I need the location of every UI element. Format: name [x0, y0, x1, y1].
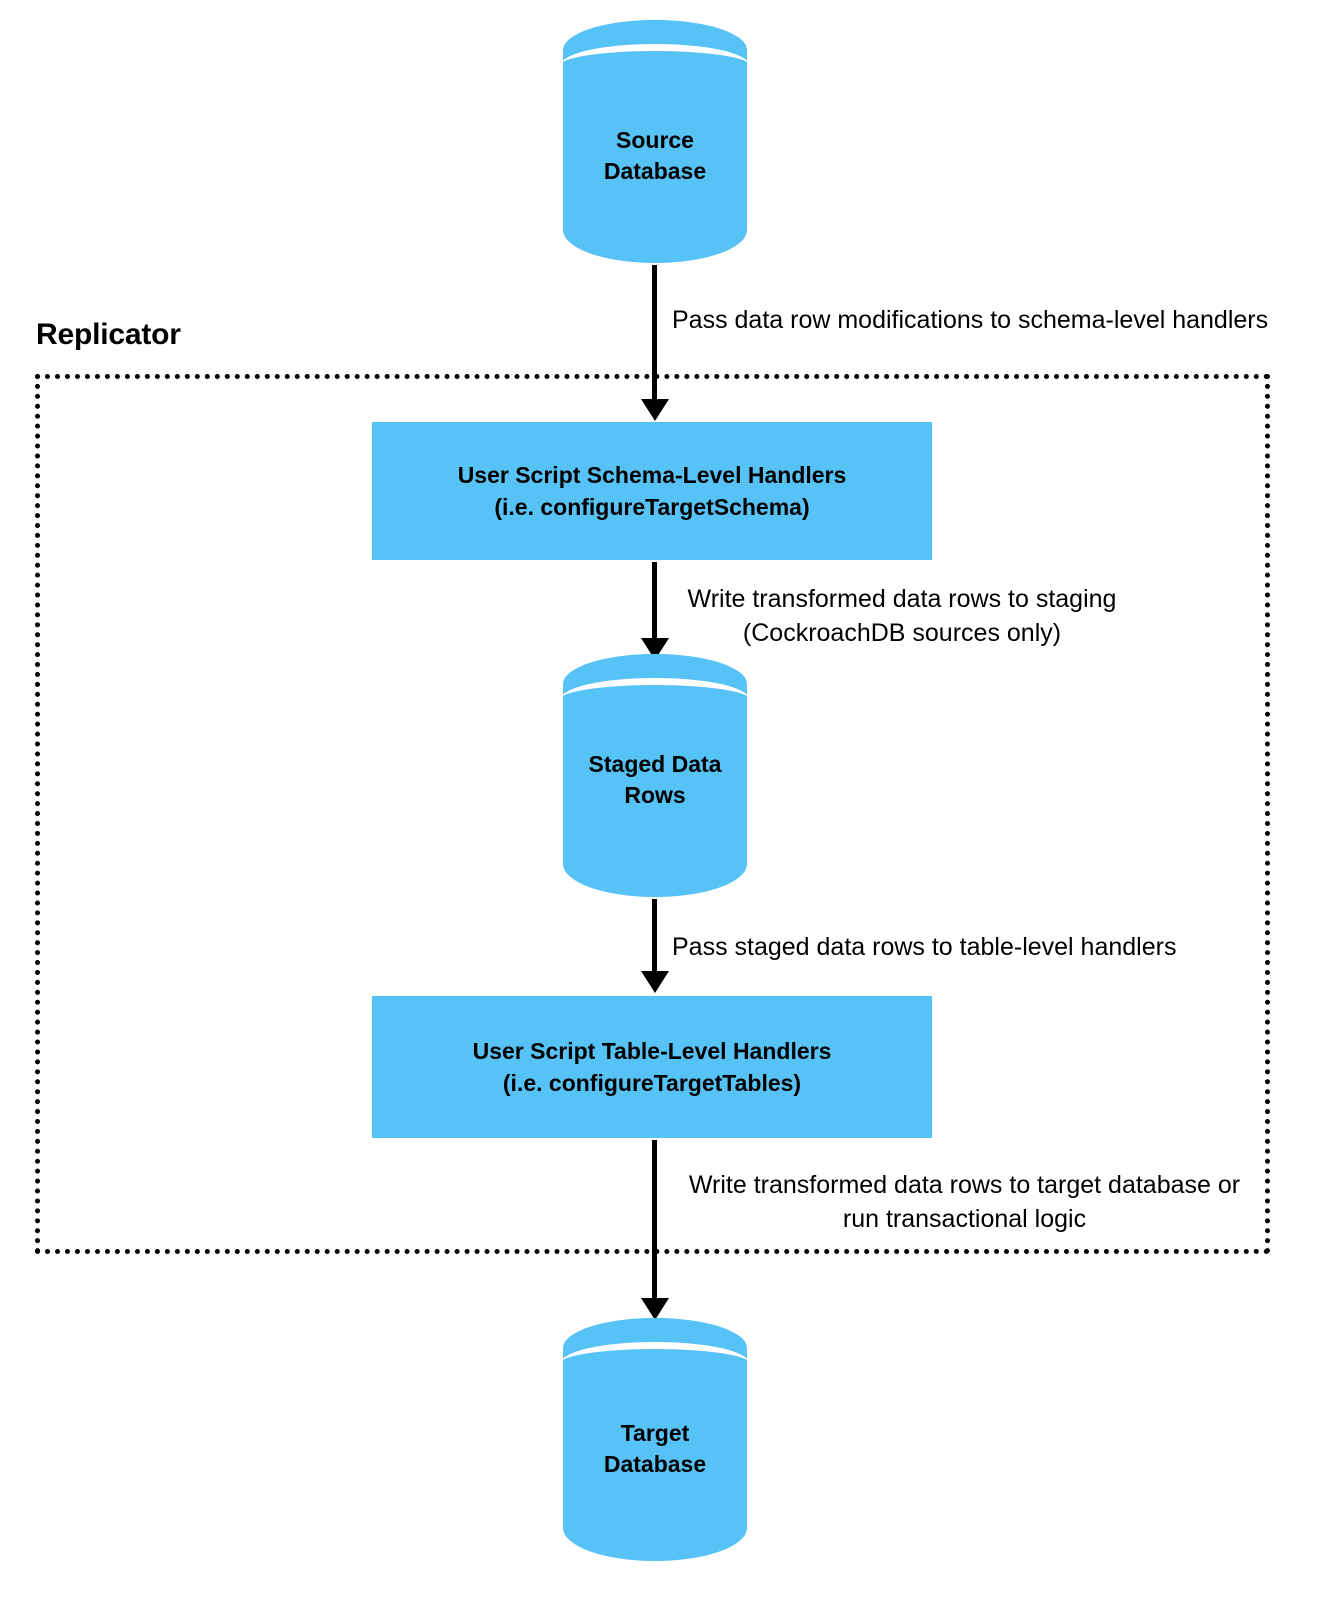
cylinder-rim-highlight — [561, 1342, 749, 1384]
edge-label-line-1: Pass data row modifications to schema-le… — [672, 306, 1269, 334]
label-line-1: Target — [620, 1420, 690, 1446]
edge-label-line-1: Pass staged data rows to table-level han… — [672, 933, 1177, 961]
replicator-label: Replicator — [36, 318, 181, 351]
label-line-2: Rows — [624, 782, 686, 808]
edge-label-table-handlers-to-target-database: Write transformed data rows to target da… — [672, 1168, 1257, 1236]
edge-label-source-to-schema-handlers: Pass data row modifications to schema-le… — [672, 303, 1268, 337]
edge-label-line-1: Write transformed data rows to target da… — [688, 1171, 1241, 1199]
arrow-stem — [652, 899, 657, 973]
label-line-2: (i.e. configureTargetSchema) — [494, 494, 810, 520]
node-staged-data-rows[interactable]: Staged Data Rows — [561, 654, 749, 897]
node-table-level-handlers-label: User Script Table-Level Handlers (i.e. c… — [473, 1035, 832, 1099]
node-source-database-label: Source Database — [563, 125, 747, 187]
node-schema-level-handlers[interactable]: User Script Schema-Level Handlers (i.e. … — [372, 422, 932, 560]
arrow-stem — [652, 1140, 657, 1300]
cylinder-rim-highlight — [561, 44, 749, 86]
arrow-source-to-schema-handlers — [640, 265, 670, 422]
arrow-stem — [652, 265, 657, 401]
edge-label-staged-rows-to-table-handlers: Pass staged data rows to table-level han… — [672, 930, 1176, 964]
node-target-database[interactable]: Target Database — [561, 1318, 749, 1561]
arrow-schema-handlers-to-staged-rows — [640, 562, 670, 660]
node-staged-data-rows-label: Staged Data Rows — [563, 749, 747, 811]
arrow-head — [641, 1298, 669, 1320]
label-line-2: Database — [603, 1451, 707, 1477]
arrow-table-handlers-to-target-database — [640, 1140, 670, 1320]
arrow-head — [641, 399, 669, 421]
cylinder-rim-highlight — [561, 678, 749, 720]
arrow-staged-rows-to-table-handlers — [640, 899, 670, 993]
edge-label-schema-handlers-to-staged-rows: Write transformed data rows to staging (… — [672, 582, 1132, 650]
label-line-2: (i.e. configureTargetTables) — [502, 1070, 802, 1096]
node-schema-level-handlers-label: User Script Schema-Level Handlers (i.e. … — [458, 459, 847, 523]
edge-label-line-2: run transactional logic — [842, 1205, 1087, 1233]
edge-label-line-2: (CockroachDB sources only) — [742, 619, 1062, 647]
node-table-level-handlers[interactable]: User Script Table-Level Handlers (i.e. c… — [372, 996, 932, 1138]
node-target-database-label: Target Database — [563, 1418, 747, 1480]
arrow-stem — [652, 562, 657, 640]
node-source-database[interactable]: Source Database — [561, 20, 749, 263]
arrow-head — [641, 971, 669, 993]
label-line-1: Staged Data — [588, 751, 722, 777]
label-line-1: User Script Table-Level Handlers — [472, 1038, 832, 1064]
label-line-1: User Script Schema-Level Handlers — [457, 462, 847, 488]
label-line-2: Database — [603, 158, 707, 184]
label-line-1: Source — [616, 127, 694, 153]
edge-label-line-1: Write transformed data rows to staging — [687, 585, 1117, 613]
